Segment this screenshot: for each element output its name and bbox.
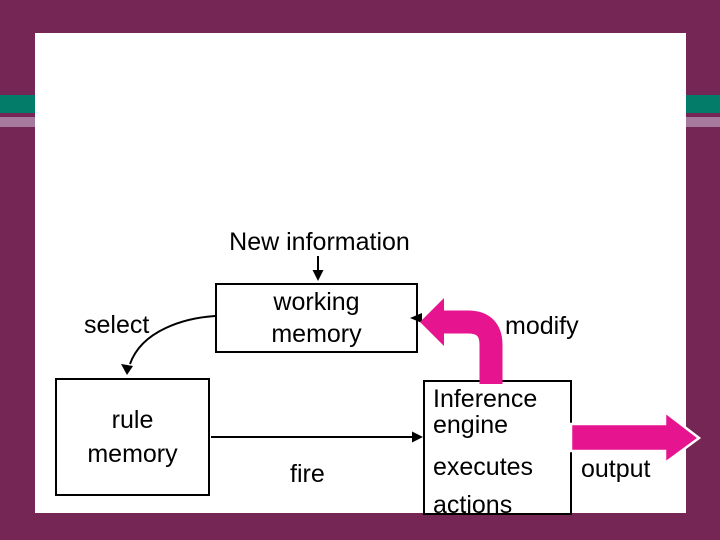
working-memory-line1: working bbox=[273, 288, 360, 316]
fire-edge-label: fire bbox=[290, 460, 325, 488]
modify-edge-label: modify bbox=[505, 312, 579, 340]
inference-engine-line2: engine bbox=[433, 411, 509, 439]
inference-engine-line4: actions bbox=[433, 491, 513, 519]
inference-engine-box: Inference engine executes actions bbox=[423, 380, 572, 519]
inference-engine-line1: Inference bbox=[433, 385, 538, 413]
working-memory-line2: memory bbox=[271, 320, 362, 348]
inference-engine-line3: executes bbox=[433, 453, 534, 481]
working-memory-box: working memory bbox=[215, 283, 418, 353]
rule-memory-line2: memory bbox=[87, 440, 178, 468]
rule-memory-box: rule memory bbox=[55, 378, 210, 496]
output-edge-label: output bbox=[581, 455, 651, 483]
new-information-label: New information bbox=[229, 228, 410, 256]
rule-memory-line1: rule bbox=[111, 406, 154, 434]
select-edge-label: select bbox=[84, 311, 150, 339]
